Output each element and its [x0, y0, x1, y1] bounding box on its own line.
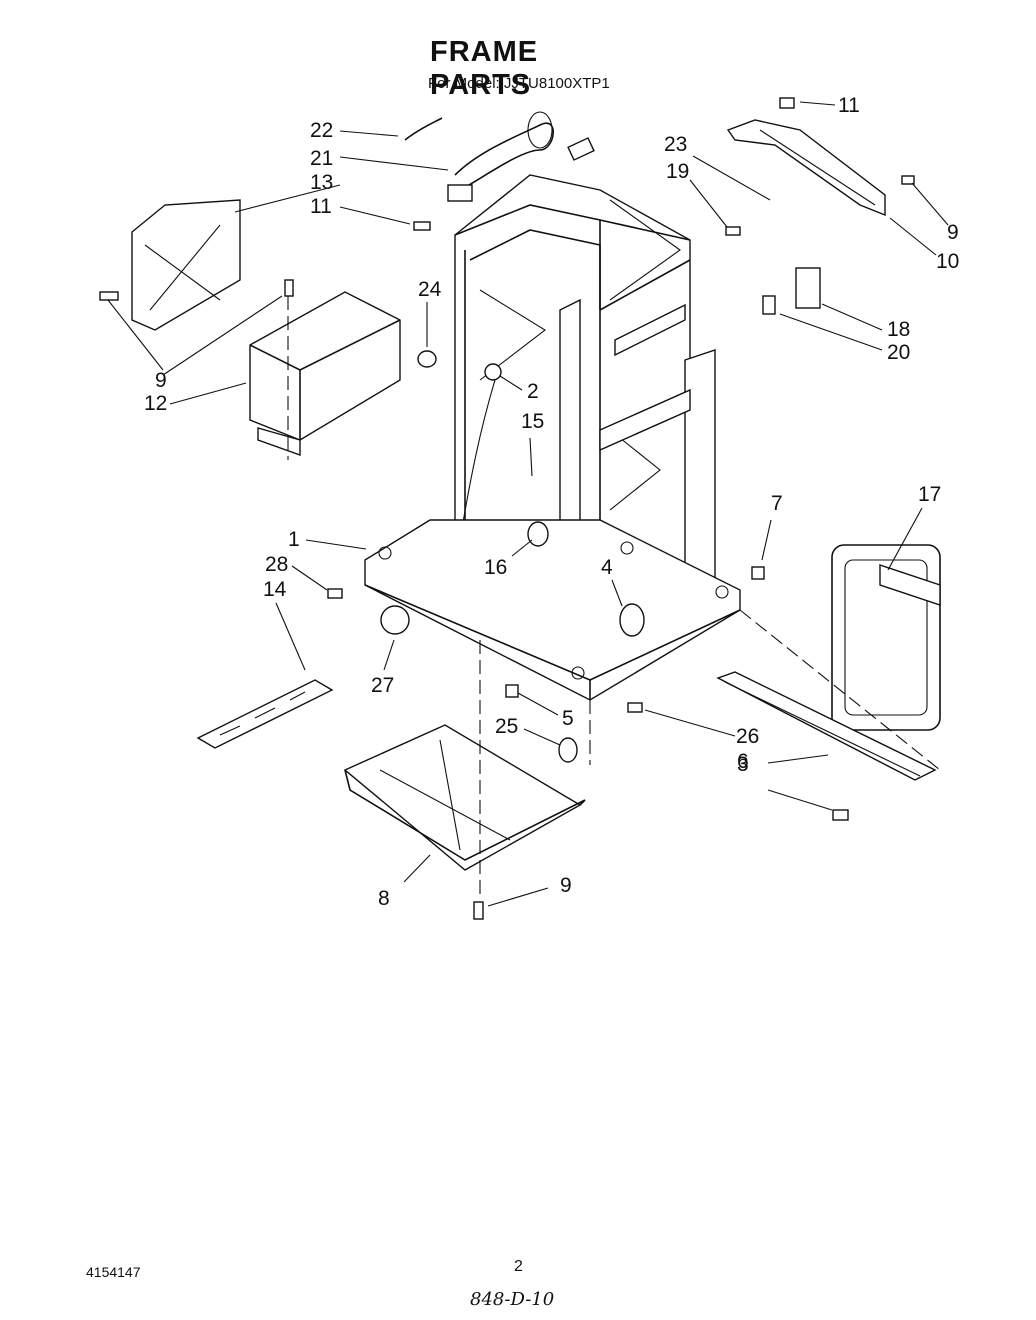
callout-c13: 13	[310, 171, 333, 194]
rail-3	[716, 671, 937, 781]
cover-12	[249, 291, 401, 456]
callout-c28: 28	[265, 553, 288, 576]
callout-c26: 26	[736, 725, 759, 748]
door-frame-17	[831, 544, 941, 731]
callout-c7: 7	[771, 492, 783, 515]
callout-c12: 12	[144, 392, 167, 415]
callout-c14: 14	[263, 578, 287, 601]
model-subtitle: For Model: JJTU8100XTP1	[428, 75, 610, 92]
strap-22	[404, 117, 443, 141]
callout-c9c: 9	[560, 874, 572, 897]
callout-c9a: 9	[155, 369, 167, 392]
callout-c20: 20	[887, 341, 910, 364]
switch-18	[762, 267, 821, 315]
callout-c23: 23	[664, 133, 687, 156]
document-number: 4154147	[86, 1264, 141, 1280]
callout-c3: 3	[737, 753, 749, 776]
alignment-lines	[287, 296, 941, 900]
callout-c15: 15	[521, 410, 544, 433]
callout-c4: 4	[601, 556, 613, 579]
filter-strip-14	[196, 679, 334, 749]
base-assembly	[364, 519, 741, 701]
washer-24	[417, 350, 437, 368]
callout-c11a: 11	[838, 94, 860, 117]
clip-25	[558, 737, 578, 763]
leader-lines	[107, 101, 949, 907]
rear-panel-13	[131, 199, 241, 331]
callout-c16: 16	[484, 556, 507, 579]
callout-c1: 1	[288, 528, 300, 551]
callout-c22: 22	[310, 119, 333, 142]
callout-c2: 2	[527, 380, 539, 403]
callout-numbers: 1234567899910111112131415161718192021222…	[144, 94, 959, 910]
bracket-10	[726, 119, 886, 217]
power-cord-21	[447, 111, 595, 202]
handwritten-note: 848-D-10	[470, 1289, 555, 1310]
callout-c18: 18	[887, 318, 910, 341]
page-title: FRAME PARTS	[430, 36, 539, 101]
motor-bracket-27	[380, 605, 410, 635]
grommet-16	[527, 521, 549, 547]
callout-c21: 21	[310, 147, 333, 170]
screws	[99, 97, 915, 920]
bottom-tray-8	[343, 724, 586, 871]
callout-c25: 25	[495, 715, 518, 738]
page-number: 2	[514, 1258, 523, 1275]
callout-c17: 17	[918, 483, 941, 506]
callout-c8: 8	[378, 887, 390, 910]
callout-c6: 6	[737, 750, 749, 773]
callout-c11b: 11	[310, 195, 332, 218]
callout-c10: 10	[936, 250, 959, 273]
callout-c19: 19	[666, 160, 689, 183]
callout-c9b: 9	[947, 221, 959, 244]
callout-c24: 24	[418, 278, 442, 301]
callout-c27: 27	[371, 674, 394, 697]
bushing-4	[619, 603, 645, 637]
callout-c5: 5	[562, 707, 574, 730]
